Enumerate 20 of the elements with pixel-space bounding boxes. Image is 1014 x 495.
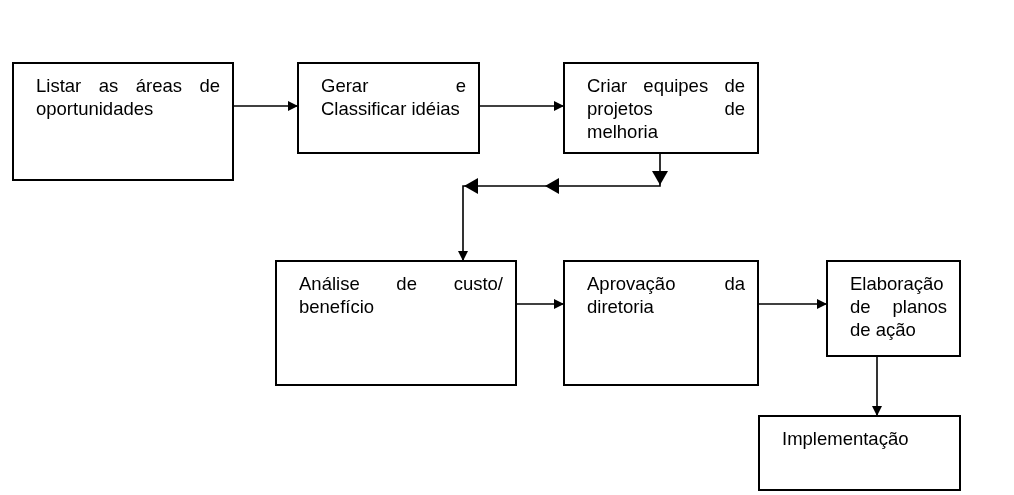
step-text: Gerar e Classificar idéias [321,74,466,120]
process-box [563,62,759,154]
step-text: Criar equipes de projetos de melhoria [587,74,745,143]
arrow [233,101,298,111]
step-text: Listar as áreas de oportunidades [36,74,220,120]
process-box [758,415,961,491]
arrow [872,356,882,416]
arrow [758,299,827,309]
process-box [826,260,961,357]
process-box [297,62,480,154]
step-text: Implementação [782,427,910,450]
step-text: Aprovação da diretoria [587,272,745,318]
process-box [563,260,759,386]
process-box [275,260,517,386]
arrow [479,101,564,111]
arrow [516,299,564,309]
process-box [12,62,234,181]
arrow [458,153,668,261]
step-text: Análise de custo/ benefício [299,272,503,318]
step-text: Elaboração de planos de ação [850,272,947,341]
